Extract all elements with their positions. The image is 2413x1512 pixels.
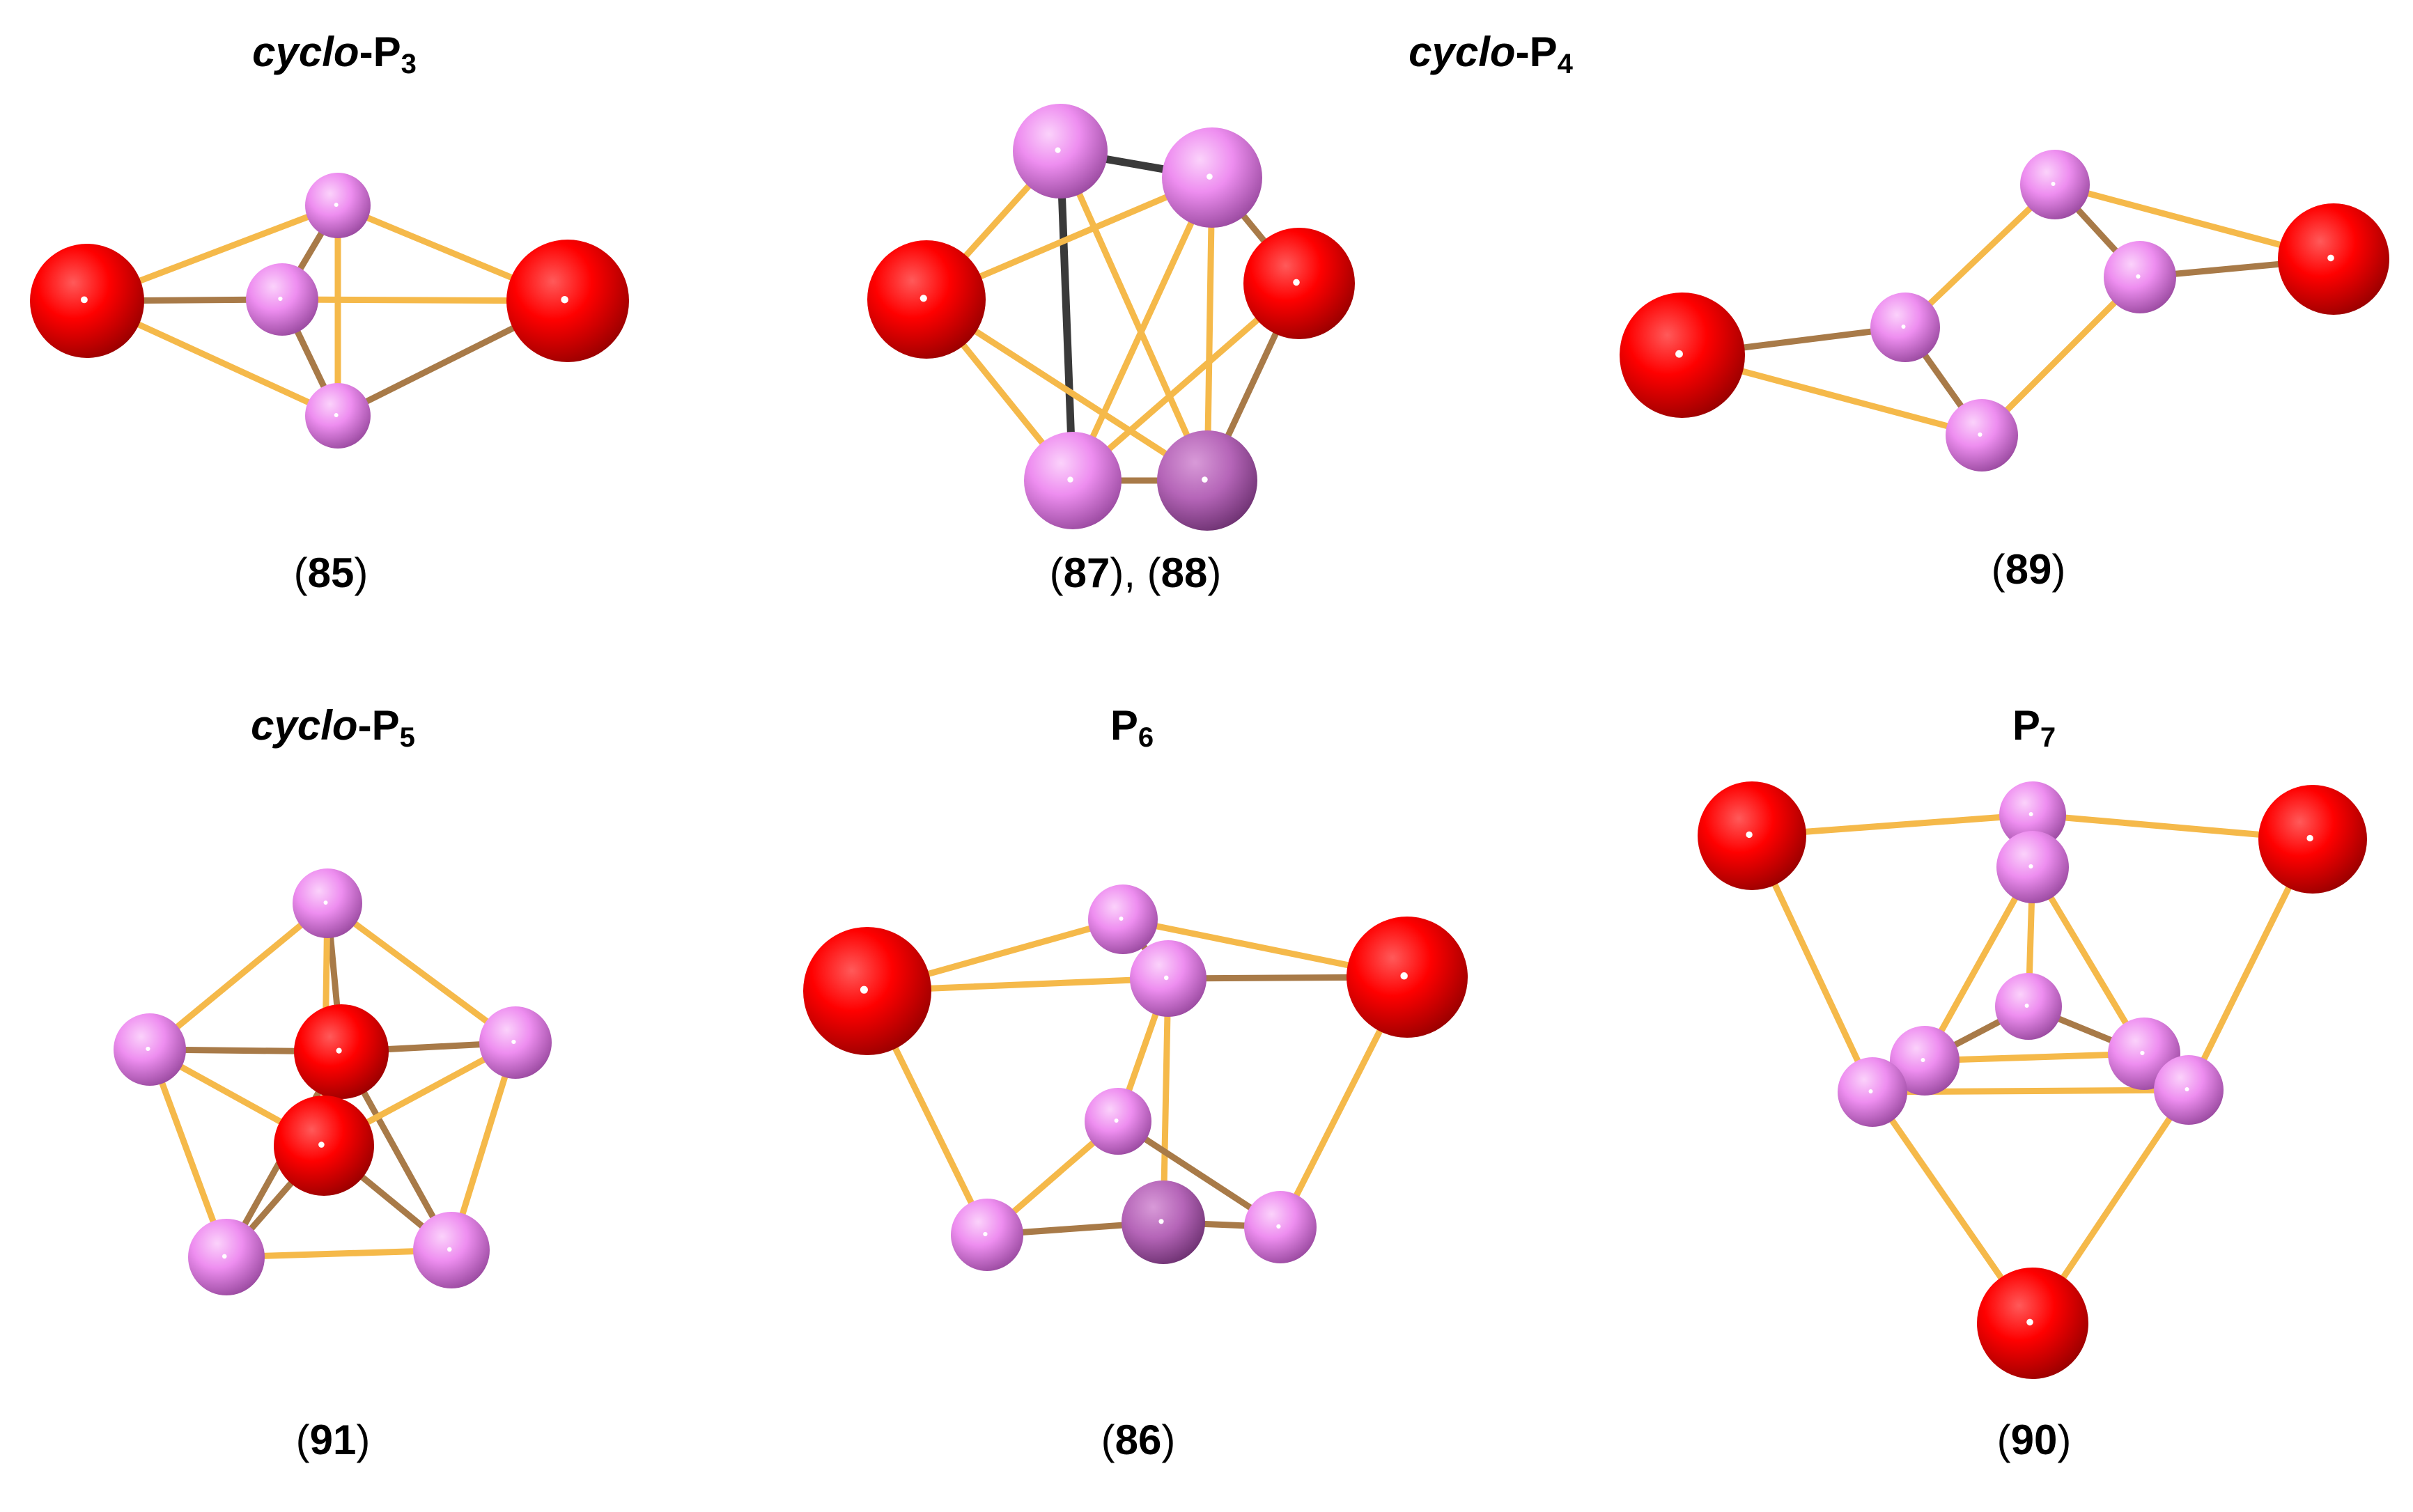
phosphorus-atom-p7-P3 (1995, 973, 2062, 1040)
phosphorus-atom-p5-P5 (413, 1212, 490, 1288)
metal-atom-p3-M2 (506, 240, 629, 362)
phosphorus-atom-p5-P1 (293, 868, 362, 938)
caption-87-88: (87), (88) (1049, 550, 1222, 596)
phosphorus-atom-p4a-P3 (1024, 432, 1122, 529)
phosphorus-atom-p7-P2 (1996, 831, 2069, 903)
metal-atom-p4b-M1 (1620, 293, 1745, 418)
caption-86: (86) (1101, 1417, 1176, 1463)
phosphorus-atom-p4a-P2 (1162, 127, 1262, 228)
bond-p7-P2-P4 (1921, 864, 2036, 1064)
metal-atom-p6-M2 (1347, 917, 1468, 1038)
bond-p4a-P1-P4 (1057, 148, 1211, 484)
bond-p7-P2-P5 (2029, 864, 2148, 1057)
phosphorus-atom-p3-Pm (246, 263, 318, 336)
phosphorus-atom-p4b-P2 (2104, 241, 2176, 313)
metal-atom-p5-Mb (274, 1096, 374, 1196)
bonds-layer (84, 147, 2337, 1327)
title-p7: P7 (2012, 702, 2056, 753)
caption-85: (85) (293, 550, 368, 596)
phosphorus-atom-p5-P3 (479, 1006, 552, 1079)
phosphorus-atom-p5-P2 (114, 1013, 186, 1086)
bond-p5-P1-P2 (146, 900, 331, 1053)
bond-p5-P3-P1 (324, 900, 519, 1046)
metal-atom-p7-M2 (2258, 785, 2367, 894)
phosphorus-atom-p6-P5 (1122, 1180, 1205, 1264)
title-cyclo-p5: cyclo-P5 (251, 702, 415, 753)
atoms-layer (30, 104, 2389, 1379)
phosphorus-atom-p6-P2 (1130, 940, 1206, 1017)
phosphorus-atom-p4b-P3 (1870, 293, 1940, 362)
caption-89: (89) (1991, 546, 2066, 593)
phosphorus-atom-p7-P7 (2154, 1055, 2224, 1125)
metal-atom-p4a-M1 (867, 240, 986, 359)
metal-atom-p6-M1 (803, 927, 931, 1055)
metal-atom-p4b-M2 (2278, 203, 2389, 315)
title-cyclo-p3: cyclo-P3 (252, 29, 417, 79)
title-p6: P6 (1110, 702, 1154, 753)
metal-atom-p7-M3 (1977, 1268, 2088, 1379)
caption-90: (90) (1996, 1417, 2072, 1463)
bond-p4a-P1-P3 (1056, 147, 1077, 485)
phosphorus-atom-p6-P6 (1244, 1191, 1317, 1263)
bond-p4a-P2-P3 (1069, 174, 1216, 484)
phosphorus-atom-p3-Pb (305, 383, 371, 449)
bond-p4b-P2-P4 (1978, 274, 2143, 439)
phosphorus-atom-p4a-P1 (1013, 104, 1108, 198)
phosphorus-atom-p5-P4 (188, 1219, 265, 1295)
metal-atom-p4a-M2 (1243, 228, 1355, 339)
phosphorus-atom-p4b-P1 (2020, 150, 2090, 219)
phosphorus-atom-p6-P4 (951, 1199, 1023, 1271)
phosphorus-atom-p7-P6 (1838, 1057, 1907, 1127)
phosphorus-atom-p4b-P4 (1946, 399, 2018, 471)
phosphorus-atom-p7-P4 (1890, 1026, 1960, 1096)
title-cyclo-p4: cyclo-P4 (1409, 29, 1573, 79)
bond-p4a-P2-P4 (1204, 174, 1216, 484)
phosphorus-atom-p6-P1 (1088, 884, 1158, 954)
phosphorus-atom-p3-Pt (305, 173, 371, 238)
metal-atom-p7-M1 (1698, 781, 1806, 890)
metal-atom-p5-Ma (294, 1004, 389, 1099)
phosphorus-atom-p4a-P4 (1157, 430, 1257, 531)
caption-91: (91) (295, 1417, 371, 1463)
bond-p7-P4-P5 (1921, 1050, 2148, 1064)
metal-atom-p3-M1 (30, 244, 144, 358)
phosphorus-atom-p6-P3 (1085, 1088, 1151, 1155)
phosphorus-atom-p7-P1 (1999, 781, 2066, 848)
